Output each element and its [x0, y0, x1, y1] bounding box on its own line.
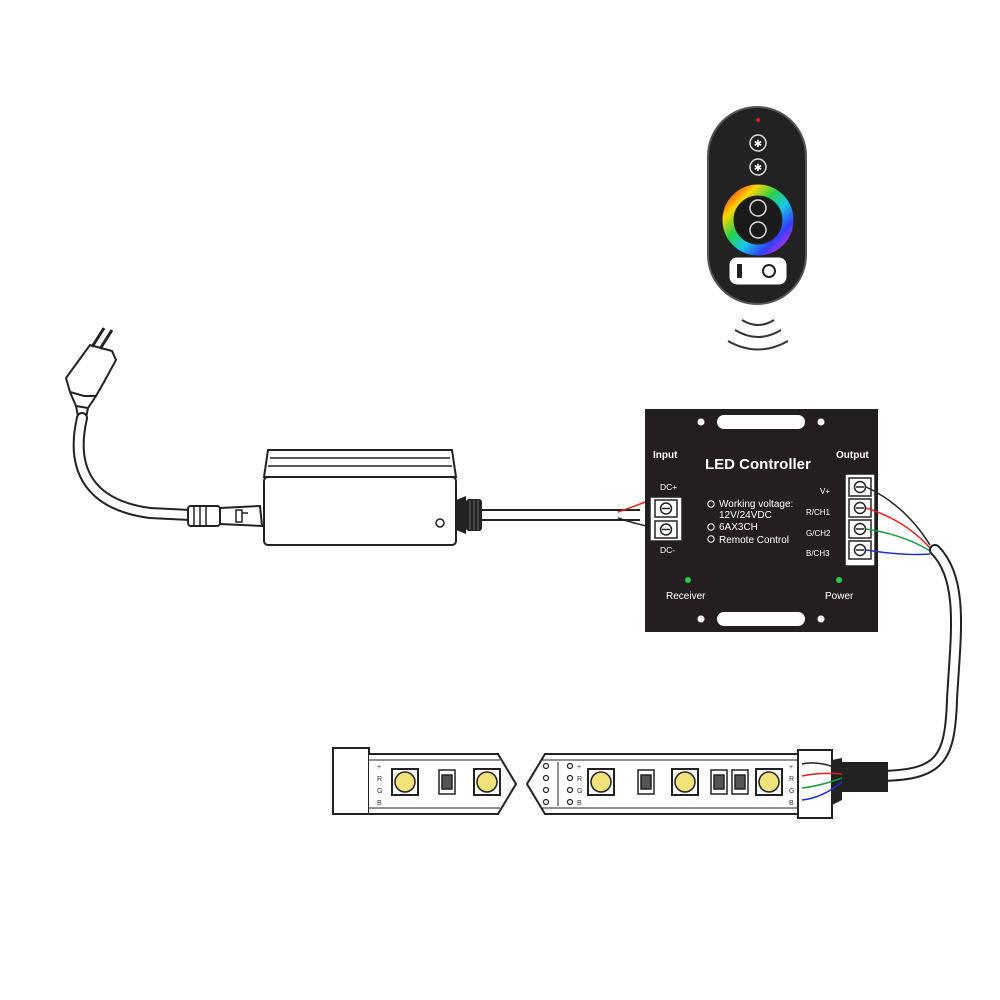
svg-text:B: B: [577, 800, 582, 807]
spec-remote: Remote Control: [719, 535, 789, 546]
output-terminal-block: [844, 473, 876, 567]
remote-indicator-dot: [756, 118, 760, 122]
plug-icon: [64, 327, 118, 420]
color-wheel-icon[interactable]: [722, 184, 794, 256]
strip-end-pin-b: B: [789, 800, 794, 807]
receiver-label: Receiver: [666, 591, 706, 602]
mode-button-icon[interactable]: [749, 199, 767, 217]
strip-connector: [797, 749, 888, 819]
svg-text:✱: ✱: [754, 139, 762, 150]
signal-waves-icon: [727, 319, 789, 351]
brightness-up-icon[interactable]: [749, 134, 767, 152]
receiver-indicator-led: [685, 577, 691, 583]
strip-pin-g: G: [377, 788, 382, 795]
remote-icon: ✱ ✱: [707, 106, 807, 305]
spec-current: 6AX3CH: [719, 522, 758, 533]
output-b-label: B/CH3: [806, 549, 830, 558]
speed-button-icon[interactable]: [749, 221, 767, 239]
output-vplus-label: V+: [820, 487, 830, 496]
controller-title: LED Controller: [705, 456, 811, 473]
power-indicator-led: [836, 577, 842, 583]
output-label: Output: [836, 450, 869, 461]
output-r-label: R/CH1: [806, 508, 831, 517]
brightness-down-icon[interactable]: [749, 158, 767, 176]
input-terminal-block: [649, 496, 683, 542]
spec-working-voltage: Working voltage:: [719, 499, 793, 510]
strip-end-cap: [332, 747, 370, 815]
svg-text:✱: ✱: [754, 163, 762, 174]
power-adapter: [262, 449, 458, 546]
adapter-input-connector: [187, 504, 264, 528]
power-label: Power: [825, 591, 854, 602]
led-chip-icon: [391, 768, 783, 796]
strip-pin-r: R: [377, 776, 382, 783]
svg-text:G: G: [577, 788, 582, 795]
input-label: Input: [653, 450, 678, 461]
output-g-label: G/CH2: [806, 529, 831, 538]
strip-pin-b: B: [377, 800, 382, 807]
power-cord: [72, 412, 196, 521]
led-strip: + R G B + R G B: [332, 747, 888, 819]
adapter-output-connector: [456, 496, 482, 534]
strip-end-pin-r: R: [789, 776, 794, 783]
dc-minus-label: DC-: [660, 545, 675, 555]
svg-text:R: R: [577, 776, 582, 783]
svg-text:+: +: [577, 764, 581, 771]
output-wires: [865, 486, 931, 556]
resistor-icon: [438, 769, 749, 795]
strip-end-pin-g: G: [789, 788, 794, 795]
led-controller: Input Output LED Controller DC+ DC- Work…: [645, 409, 878, 632]
power-switch[interactable]: [729, 257, 787, 285]
strip-pin-plus: +: [377, 764, 381, 771]
dc-plus-label: DC+: [660, 482, 677, 492]
strip-end-pin-plus: +: [789, 764, 793, 771]
spec-voltage-value: 12V/24VDC: [719, 510, 772, 521]
